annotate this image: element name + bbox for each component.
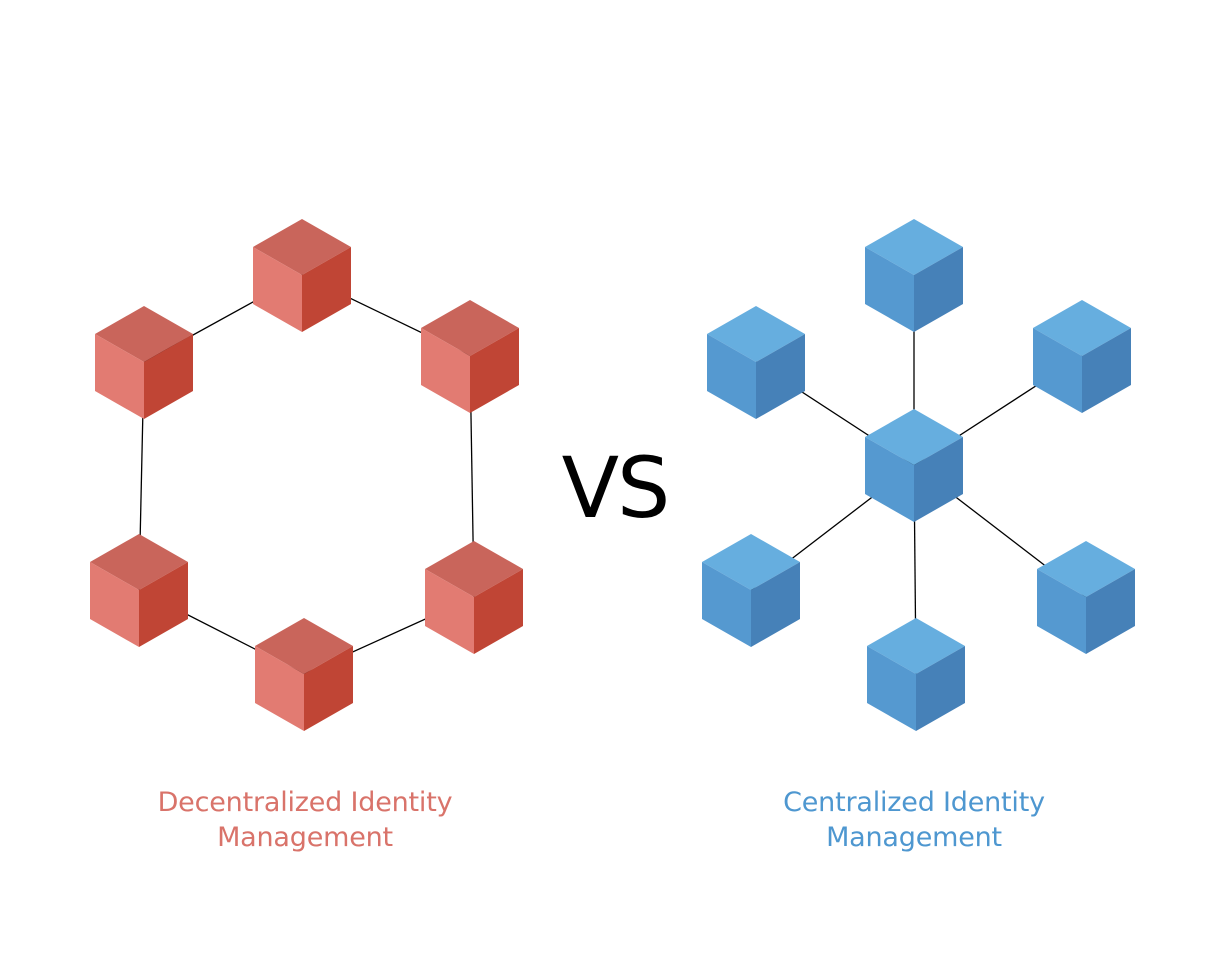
decentralized-node-lower-left [90,534,188,647]
decentralized-node-upper-left [95,306,193,419]
red-cube-left-face [95,334,144,419]
vs-label: VS [561,439,671,537]
centralized-caption-line1: Centralized Identity [783,787,1045,818]
centralized-node-upper-left [707,306,805,419]
decentralized-caption: Decentralized Identity Management [95,785,515,855]
red-cube-right-face [304,646,353,731]
node-cubes [90,219,1135,731]
centralized-node-lower-right [1037,541,1135,654]
centralized-node-lower-left [702,534,800,647]
centralized-caption: Centralized Identity Management [704,785,1124,855]
centralized-node-top [865,219,963,332]
red-cube-left-face [90,562,139,647]
blue-cube-right-face [1086,569,1135,654]
blue-cube-left-face [867,646,916,731]
red-cube-right-face [470,328,519,413]
red-cube-left-face [253,247,302,332]
blue-cube-left-face [707,334,756,419]
decentralized-node-upper-right [421,300,519,413]
blue-cube-right-face [914,247,963,332]
centralized-caption-line2: Management [826,822,1002,853]
decentralized-node-lower-right [425,541,523,654]
red-cube-right-face [474,569,523,654]
red-cube-left-face [421,328,470,413]
red-cube-left-face [255,646,304,731]
blue-cube-left-face [1037,569,1086,654]
blue-cube-right-face [914,437,963,522]
red-cube-right-face [144,334,193,419]
red-cube-right-face [139,562,188,647]
red-cube-right-face [302,247,351,332]
blue-cube-right-face [756,334,805,419]
decentralized-node-top [253,219,351,332]
decentralized-caption-line2: Management [217,822,393,853]
blue-cube-right-face [916,646,965,731]
blue-cube-right-face [1082,328,1131,413]
centralized-node-hub [865,409,963,522]
red-cube-left-face [425,569,474,654]
blue-cube-left-face [865,437,914,522]
decentralized-caption-line1: Decentralized Identity [157,787,453,818]
decentralized-node-bottom [255,618,353,731]
centralized-node-bottom [867,618,965,731]
blue-cube-left-face [702,562,751,647]
blue-cube-left-face [865,247,914,332]
centralized-node-upper-right [1033,300,1131,413]
blue-cube-left-face [1033,328,1082,413]
blue-cube-right-face [751,562,800,647]
